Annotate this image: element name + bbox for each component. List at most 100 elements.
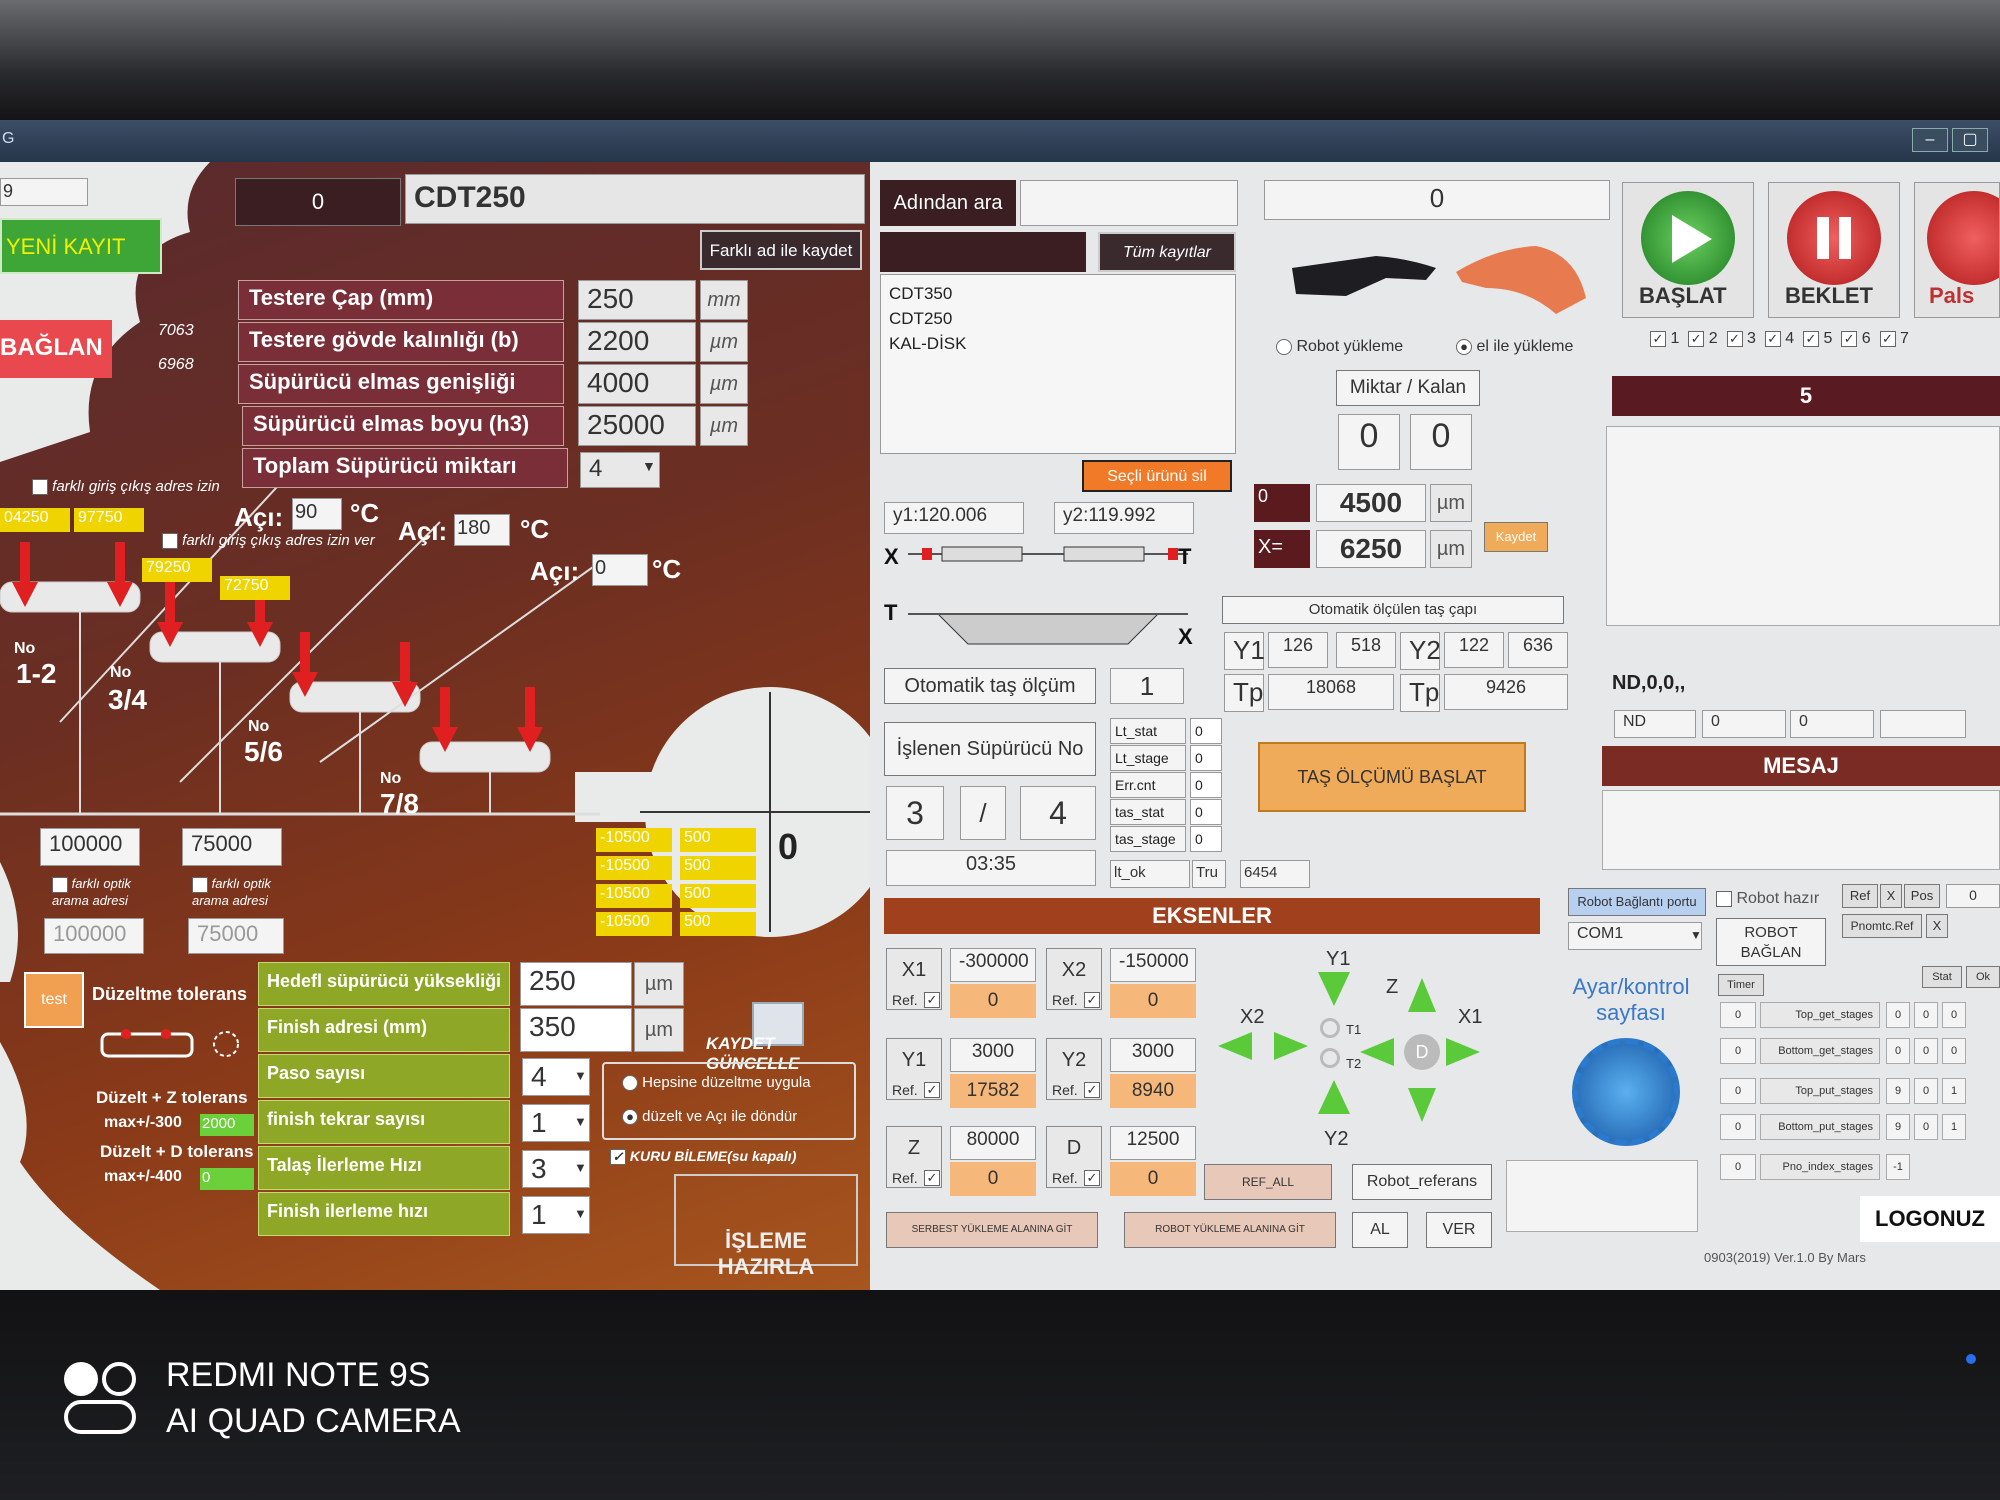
connect-button[interactable]: BAĞLAN: [0, 320, 112, 378]
index-box[interactable]: 9: [0, 178, 88, 206]
auto-measure-value[interactable]: 1: [1110, 668, 1184, 704]
ref-checkbox-d[interactable]: ✓: [1084, 1170, 1100, 1186]
optic-checkbox-1[interactable]: [52, 876, 68, 893]
stat-button[interactable]: Stat: [1922, 966, 1962, 988]
settings-page-link[interactable]: Ayar/kontrol sayfası: [1572, 974, 1690, 1025]
save-as-button[interactable]: Farklı ad ile kaydet: [700, 230, 862, 270]
param-value-1[interactable]: 2200: [578, 322, 696, 362]
wait-button[interactable]: BEKLET: [1768, 182, 1900, 318]
stop-button[interactable]: Pals: [1914, 182, 2000, 318]
optic-input-2[interactable]: 75000: [182, 828, 282, 866]
pos-button[interactable]: Pos: [1904, 884, 1940, 908]
radio-apply-all[interactable]: [622, 1075, 638, 1092]
floppy-save-icon[interactable]: [752, 1002, 804, 1046]
x-button[interactable]: X: [1926, 914, 1948, 938]
optic-input-1[interactable]: 100000: [40, 828, 140, 866]
green-value-4[interactable]: 3: [522, 1150, 590, 1188]
list-item[interactable]: CDT350: [889, 284, 953, 303]
minimize-button[interactable]: –: [1912, 128, 1948, 152]
com-port-select[interactable]: COM1: [1568, 922, 1702, 950]
angle-input-3[interactable]: 0: [592, 554, 648, 586]
pnomtc-ref-button[interactable]: Pnomtc.Ref: [1842, 914, 1922, 938]
output-checkbox[interactable]: ✓: [1726, 330, 1743, 347]
chevron-down-icon[interactable]: ▼: [574, 1114, 587, 1129]
arrow-right-icon[interactable]: [1274, 1032, 1308, 1060]
list-item[interactable]: CDT250: [889, 309, 953, 328]
free-load-area-button[interactable]: SERBEST YÜKLEME ALANINA GİT: [886, 1212, 1098, 1248]
param-value-0[interactable]: 250: [578, 280, 696, 320]
axis-target-x2[interactable]: -150000: [1110, 948, 1196, 982]
robot-reference-button[interactable]: Robot_referans: [1352, 1164, 1492, 1200]
ref-checkbox-z[interactable]: ✓: [924, 1170, 940, 1186]
quantity-value[interactable]: 0: [1338, 414, 1400, 470]
d-knob-icon[interactable]: D: [1404, 1034, 1440, 1070]
ref-checkbox-x2[interactable]: ✓: [1084, 992, 1100, 1008]
angle-input-2[interactable]: 180: [454, 514, 510, 546]
chevron-down-icon[interactable]: ▼: [574, 1206, 587, 1221]
axis-target-y2[interactable]: 3000: [1110, 1038, 1196, 1072]
axis-target-z[interactable]: 80000: [950, 1126, 1036, 1160]
new-record-button[interactable]: YENİ KAYIT: [0, 218, 162, 274]
dry-grinding-checkbox[interactable]: ✓: [610, 1149, 626, 1166]
radio-rotate[interactable]: ●: [622, 1109, 638, 1126]
optic-checkbox-2[interactable]: [192, 876, 208, 893]
output-checkbox[interactable]: ✓: [1688, 330, 1705, 347]
z-up-arrow-icon[interactable]: [1408, 978, 1436, 1012]
start-button[interactable]: BAŞLAT: [1622, 182, 1754, 318]
output-checkbox[interactable]: ✓: [1764, 330, 1781, 347]
axis-target-x1[interactable]: -300000: [950, 948, 1036, 982]
robot-port-button[interactable]: Robot Bağlantı portu: [1568, 888, 1706, 916]
take-button[interactable]: AL: [1352, 1212, 1408, 1248]
value-4500[interactable]: 4500: [1316, 484, 1426, 522]
ref-all-button[interactable]: REF_ALL: [1204, 1164, 1332, 1200]
z-down-arrow-icon[interactable]: [1408, 1088, 1436, 1122]
x1-left-arrow-icon[interactable]: [1360, 1038, 1394, 1066]
ref-checkbox-y2[interactable]: ✓: [1084, 1082, 1100, 1098]
output-checkbox[interactable]: ✓: [1650, 330, 1666, 347]
arrow-left-icon[interactable]: [1218, 1032, 1252, 1060]
save-small-button[interactable]: Kaydet: [1484, 522, 1548, 552]
robot-load-area-button[interactable]: ROBOT YÜKLEME ALANINA GİT: [1124, 1212, 1336, 1248]
ref-checkbox-y1[interactable]: ✓: [924, 1082, 940, 1098]
stage-name[interactable]: Top_put_stages: [1760, 1078, 1880, 1104]
prepare-processing-button[interactable]: İŞLEME HAZIRLA: [674, 1174, 858, 1279]
optic-input-3[interactable]: 100000: [44, 918, 144, 954]
t2-knob-icon[interactable]: [1320, 1048, 1340, 1068]
max-d-value[interactable]: 0: [200, 1168, 254, 1190]
robot-connect-button[interactable]: ROBOT BAĞLAN: [1716, 918, 1826, 966]
value-6250[interactable]: 6250: [1316, 530, 1426, 568]
gear-icon[interactable]: [1572, 1038, 1680, 1146]
pos-value[interactable]: 0: [1946, 884, 2000, 908]
green-value-2[interactable]: 4: [522, 1058, 590, 1096]
t1-knob-icon[interactable]: [1320, 1018, 1340, 1038]
ok-button[interactable]: Ok: [1966, 966, 2000, 988]
param-value-3[interactable]: 25000: [578, 406, 696, 446]
param-value-4[interactable]: 4: [580, 452, 660, 488]
robot-load-radio[interactable]: [1276, 338, 1292, 355]
max-z-value[interactable]: 2000: [200, 1114, 254, 1136]
optic-input-4[interactable]: 75000: [188, 918, 284, 954]
list-item[interactable]: KAL-DİSK: [889, 334, 967, 353]
param-value-2[interactable]: 4000: [578, 364, 696, 404]
diff-address-checkbox-2[interactable]: [162, 533, 178, 550]
stage-name[interactable]: Bottom_get_stages: [1760, 1038, 1880, 1064]
stage-name[interactable]: Bottom_put_stages: [1760, 1114, 1880, 1140]
record-name[interactable]: CDT250: [405, 174, 865, 224]
green-value-5[interactable]: 1: [522, 1196, 590, 1234]
output-checkbox[interactable]: ✓: [1879, 330, 1896, 347]
stage-name[interactable]: Top_get_stages: [1760, 1002, 1880, 1028]
chevron-down-icon[interactable]: ▼: [642, 458, 656, 474]
ref-button[interactable]: Ref: [1842, 884, 1878, 908]
green-value-0[interactable]: 250: [520, 962, 632, 1006]
ref-checkbox-x1[interactable]: ✓: [924, 992, 940, 1008]
output-checkbox[interactable]: ✓: [1803, 330, 1819, 347]
manual-load-radio[interactable]: ●: [1456, 338, 1472, 355]
search-input[interactable]: [1020, 180, 1238, 226]
record-list[interactable]: CDT350 CDT250 KAL-DİSK: [880, 274, 1236, 454]
output-checkbox[interactable]: ✓: [1841, 330, 1858, 347]
delete-selected-button[interactable]: Seçli ürünü sil: [1082, 460, 1232, 492]
maximize-button[interactable]: ▢: [1952, 128, 1988, 152]
diff-address-checkbox-1[interactable]: [32, 479, 48, 496]
start-stone-measure-button[interactable]: TAŞ ÖLÇÜMÜ BAŞLAT: [1258, 742, 1526, 812]
give-button[interactable]: VER: [1426, 1212, 1492, 1248]
